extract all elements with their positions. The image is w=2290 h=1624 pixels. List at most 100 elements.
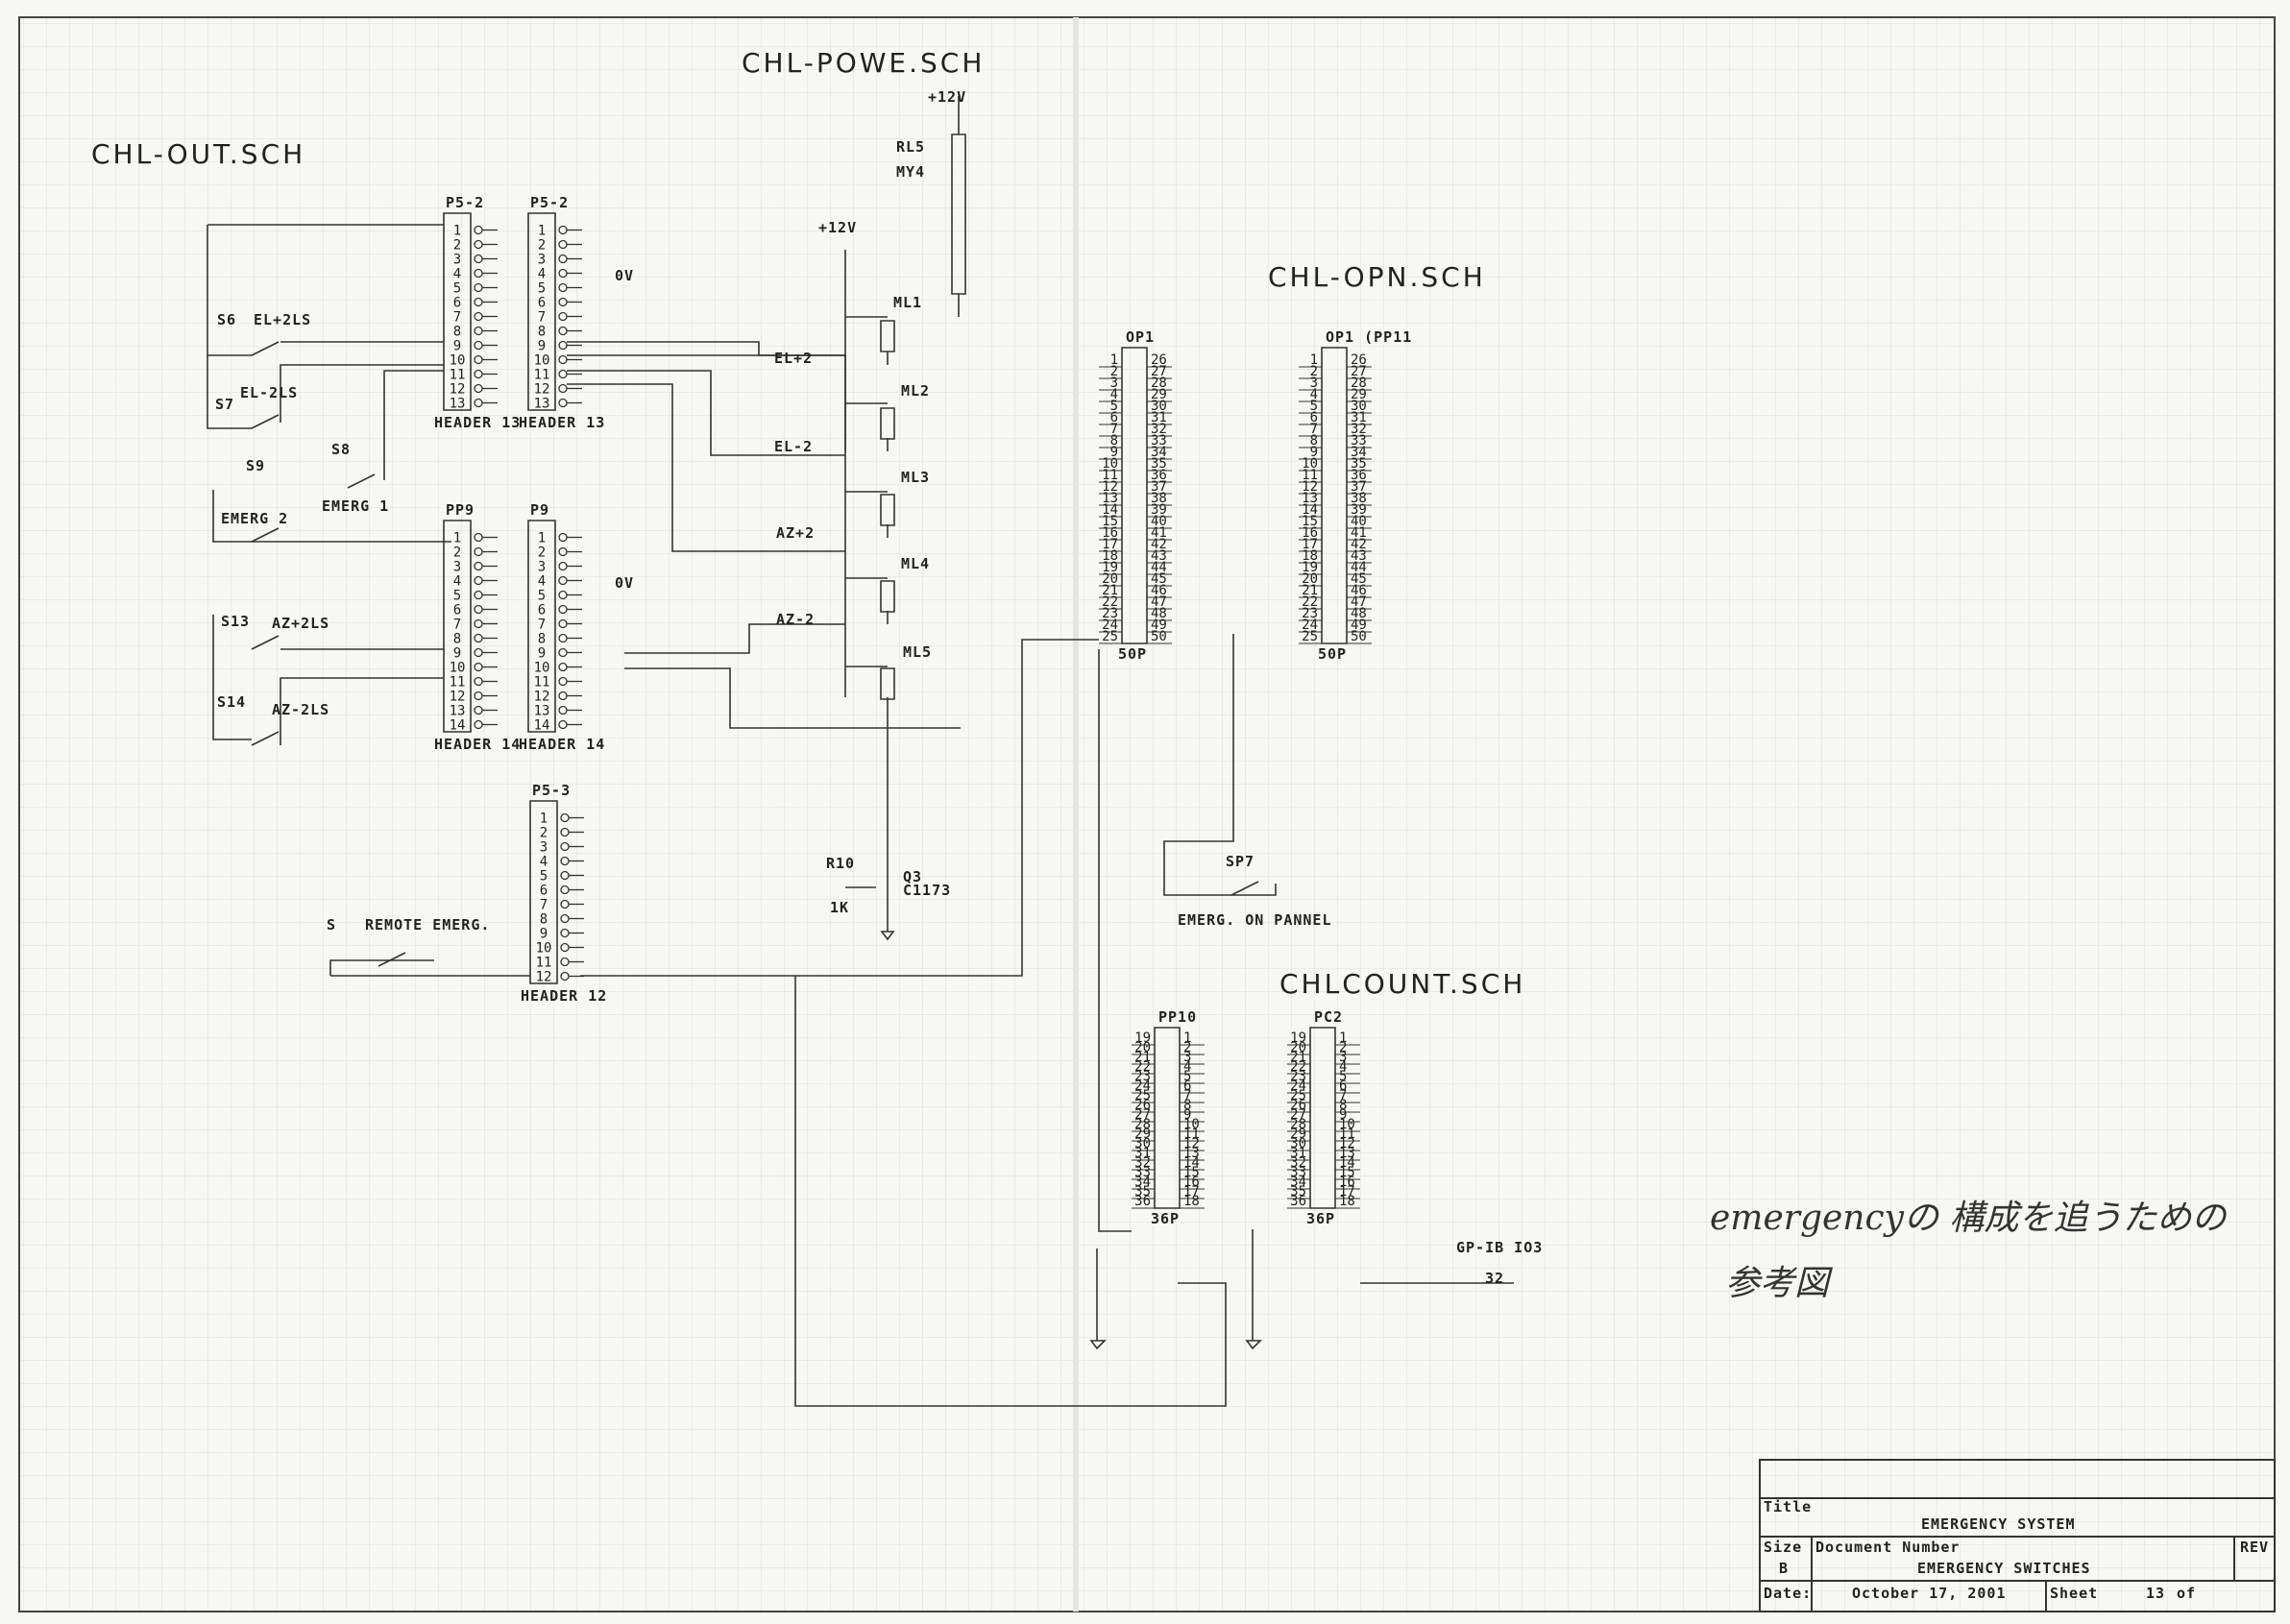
connector-pin: 10 bbox=[534, 661, 550, 676]
connector-pin-right: 7 bbox=[1183, 1088, 1191, 1103]
sheet-title-powe: CHL-POWE.SCH bbox=[742, 47, 985, 79]
switch-name-sp7: EMERG. ON PANNEL bbox=[1178, 911, 1332, 929]
connector-pin-right: 12 bbox=[1183, 1136, 1200, 1151]
wire-elm bbox=[567, 371, 845, 455]
relay-ref-ml2: ML2 bbox=[901, 382, 930, 400]
connector-pin-left: 15 bbox=[1302, 514, 1318, 529]
connector-pin: 6 bbox=[538, 296, 546, 311]
connector-pin-right: 45 bbox=[1351, 571, 1367, 587]
connector-pin: 9 bbox=[453, 339, 461, 354]
wire-azp bbox=[567, 384, 845, 551]
relay-rl5-coil bbox=[952, 134, 965, 294]
connector-pin-left: 14 bbox=[1302, 502, 1318, 518]
connector-pin-right: 15 bbox=[1183, 1165, 1200, 1180]
connector-pin-left: 11 bbox=[1302, 468, 1318, 483]
connector-pin-left: 17 bbox=[1102, 537, 1118, 552]
connector-pin-right: 13 bbox=[1339, 1146, 1355, 1161]
connector-pin-right: 12 bbox=[1339, 1136, 1355, 1151]
switch-ref-s14: S14 bbox=[217, 693, 246, 711]
titleblock-title: EMERGENCY SYSTEM bbox=[1921, 1515, 2076, 1533]
connector-pin-right: 45 bbox=[1151, 571, 1167, 587]
connector-pin-right: 46 bbox=[1351, 583, 1367, 598]
connector-pin-left: 27 bbox=[1290, 1107, 1306, 1123]
switch-ref-s9: S9 bbox=[246, 457, 265, 474]
connector-pin-left: 19 bbox=[1302, 560, 1318, 575]
connector-pin: 10 bbox=[450, 353, 466, 369]
connector-pin-right: 9 bbox=[1339, 1107, 1347, 1123]
connector-pin-left: 23 bbox=[1290, 1069, 1306, 1084]
connector-note: 0V bbox=[615, 267, 634, 284]
titleblock-sheet: 13 bbox=[2146, 1585, 2165, 1602]
connector-pin: 6 bbox=[453, 296, 461, 311]
connector-pin: 3 bbox=[540, 840, 548, 856]
connector-pin: 9 bbox=[538, 339, 546, 354]
connector-title: PP9 bbox=[446, 501, 475, 519]
connector-pin-left: 13 bbox=[1302, 491, 1318, 506]
connector-pin-left: 25 bbox=[1134, 1088, 1151, 1103]
connector-pin-right: 46 bbox=[1151, 583, 1167, 598]
connector-pin-right: 41 bbox=[1351, 525, 1367, 541]
titleblock-docnum-label: Document Number bbox=[1815, 1539, 1960, 1556]
connector-pin-left: 3 bbox=[1310, 376, 1318, 391]
connector-pin: 11 bbox=[534, 368, 550, 383]
connector-pin-right: 8 bbox=[1339, 1098, 1347, 1113]
switch-name-remote: REMOTE EMERG. bbox=[365, 916, 490, 933]
connector-pin-left: 2 bbox=[1110, 364, 1118, 379]
connector-pin-left: 33 bbox=[1134, 1165, 1151, 1180]
connector-pp10: PP10192021222324252627282930313233343536… bbox=[1132, 1008, 1205, 1227]
connector-pin-left: 29 bbox=[1134, 1127, 1151, 1142]
connector-pin-right: 39 bbox=[1151, 502, 1167, 518]
connector-pin-left: 24 bbox=[1102, 618, 1118, 633]
wire-az-bus bbox=[213, 615, 252, 739]
connector-pin-right: 28 bbox=[1351, 376, 1367, 391]
connector-footer: HEADER 12 bbox=[521, 987, 607, 1005]
connector-pin: 2 bbox=[538, 545, 546, 561]
connector-pin-left: 35 bbox=[1134, 1184, 1151, 1200]
connector-pin-right: 47 bbox=[1151, 594, 1167, 610]
switch-ref-s8: S8 bbox=[331, 441, 351, 458]
wire-ground-pp10 bbox=[1091, 1248, 1105, 1348]
relay-ref-ml1: ML1 bbox=[893, 294, 922, 311]
connector-pin-left: 23 bbox=[1302, 606, 1318, 621]
switch-name-s8: EMERG 1 bbox=[322, 497, 389, 515]
connector-title: P5-2 bbox=[446, 194, 484, 211]
connector-pin-right: 11 bbox=[1339, 1127, 1355, 1142]
connector-pin-right: 16 bbox=[1183, 1175, 1200, 1190]
connector-title: OP1 (PP11 bbox=[1326, 328, 1412, 346]
connector-pin-right: 14 bbox=[1183, 1155, 1200, 1171]
connector-pin-right: 50 bbox=[1351, 629, 1367, 644]
titleblock-rev-label: REV bbox=[2240, 1539, 2269, 1556]
connector-pin: 7 bbox=[538, 310, 546, 326]
transistor-ref: Q3 bbox=[903, 868, 922, 885]
connector-pin-left: 5 bbox=[1110, 399, 1118, 414]
connector-pin-right: 44 bbox=[1351, 560, 1367, 575]
connector-pin-left: 6 bbox=[1110, 410, 1118, 425]
connector-pin: 1 bbox=[453, 224, 461, 239]
connector-pin-left: 26 bbox=[1290, 1098, 1306, 1113]
switch-name-s13: AZ+2LS bbox=[272, 615, 329, 632]
connector-footer: HEADER 14 bbox=[519, 736, 605, 753]
connector-pin-left: 34 bbox=[1134, 1175, 1151, 1190]
connector-pin-left: 16 bbox=[1102, 525, 1118, 541]
titleblock-date: October 17, 2001 bbox=[1852, 1585, 2007, 1602]
connector-pin-left: 18 bbox=[1102, 548, 1118, 564]
connector-pin-left: 24 bbox=[1302, 618, 1318, 633]
connector-pin-right: 44 bbox=[1151, 560, 1167, 575]
connector-pin: 12 bbox=[450, 690, 466, 705]
connector-pin-right: 35 bbox=[1151, 456, 1167, 472]
connector-pin-right: 10 bbox=[1183, 1117, 1200, 1132]
connector-pin-right: 6 bbox=[1183, 1079, 1191, 1094]
connector-pin-left: 7 bbox=[1110, 422, 1118, 437]
connector-pin: 2 bbox=[453, 545, 461, 561]
connector-pin-right: 42 bbox=[1151, 537, 1167, 552]
net-label-el-minus: EL-2 bbox=[774, 438, 813, 455]
net-label-az-minus: AZ-2 bbox=[776, 611, 815, 628]
relay-ref-ml5: ML5 bbox=[903, 643, 932, 661]
connector-pin: 5 bbox=[538, 281, 546, 297]
connector-pin: 8 bbox=[453, 632, 461, 647]
connector-pin-right: 32 bbox=[1351, 422, 1367, 437]
relay-ml2-coil bbox=[881, 408, 894, 439]
connector-pin: 5 bbox=[453, 281, 461, 297]
